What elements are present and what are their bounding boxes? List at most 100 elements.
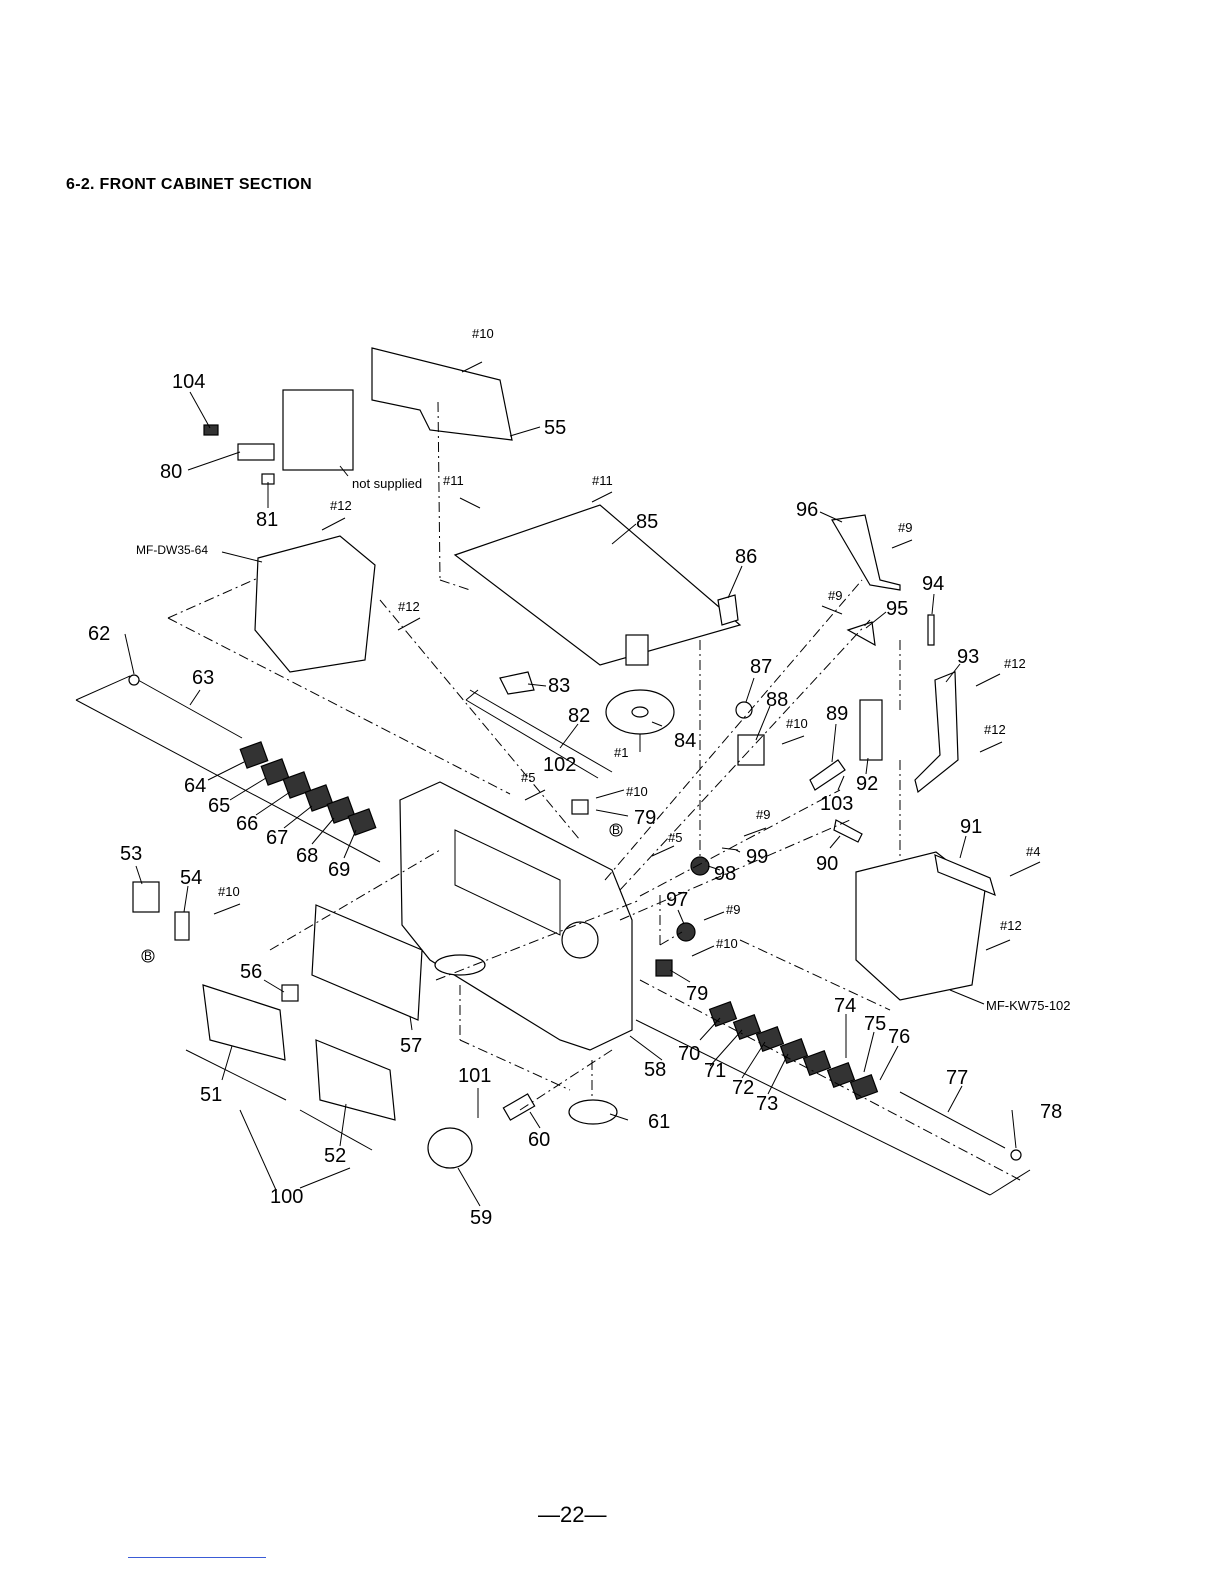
screw-label-9c: #9 xyxy=(756,807,770,822)
label-74: 74 xyxy=(834,995,856,1017)
holder-52 xyxy=(315,1039,396,1121)
board-53 xyxy=(132,881,160,913)
knob-56 xyxy=(281,984,299,1002)
panel-57 xyxy=(311,904,423,1021)
label-99: 99 xyxy=(746,846,768,868)
section-title: 6-2. FRONT CABINET SECTION xyxy=(66,176,313,193)
label-56: 56 xyxy=(240,961,262,983)
bracket-104 xyxy=(282,389,354,471)
spring-62 xyxy=(128,674,140,686)
label-85: 85 xyxy=(636,511,658,533)
label-61: 61 xyxy=(648,1111,670,1133)
ref-b-label-2: B xyxy=(612,823,620,837)
slider-92 xyxy=(859,699,883,761)
label-66: 66 xyxy=(236,813,258,835)
label-84: 84 xyxy=(674,730,696,752)
screw-labels: #10 #11 #11 #12 #12 #9 #9 #12 #10 #1 #12… xyxy=(218,326,1040,951)
label-92: 92 xyxy=(856,773,878,795)
shaft-63 xyxy=(137,679,243,739)
switch-80 xyxy=(237,443,275,461)
label-71: 71 xyxy=(704,1060,726,1082)
label-104: 104 xyxy=(172,371,205,393)
front-cabinet-58 xyxy=(399,781,633,1051)
alignment-lines xyxy=(167,401,1021,1181)
bracket-91 xyxy=(934,854,996,897)
lever-95 xyxy=(846,621,876,647)
screw-label-11a: #11 xyxy=(443,473,464,488)
screw-label-9b: #9 xyxy=(828,588,842,603)
screw-label-12a: #12 xyxy=(330,498,352,513)
shaft-77 xyxy=(899,1091,1006,1149)
mechanism-label-kw75: MF-KW75-102 xyxy=(986,998,1071,1013)
clip-104 xyxy=(203,424,219,436)
label-59: 59 xyxy=(470,1207,492,1229)
screw-label-10b: #10 xyxy=(786,716,808,731)
ref-b-circle-2 xyxy=(609,823,623,837)
label-100: 100 xyxy=(270,1186,303,1208)
screw-label-10a: #10 xyxy=(472,326,494,341)
notes: not supplied MF-DW35-64 MF-KW75-102 B B xyxy=(136,476,1071,1013)
label-88: 88 xyxy=(766,689,788,711)
rod-82 xyxy=(469,689,613,773)
part-shapes xyxy=(128,347,1022,1169)
screw-label-5a: #5 xyxy=(521,770,535,785)
head-block xyxy=(625,634,649,666)
page-number: —22— xyxy=(538,1502,607,1527)
screw-label-10d: #10 xyxy=(218,884,240,899)
label-69: 69 xyxy=(328,859,350,881)
label-94: 94 xyxy=(922,573,944,595)
label-95: 95 xyxy=(886,598,908,620)
lever-93 xyxy=(914,671,959,794)
label-98: 98 xyxy=(714,863,736,885)
label-89: 89 xyxy=(826,703,848,725)
cabinet-knob xyxy=(561,921,599,959)
label-57: 57 xyxy=(400,1035,422,1057)
label-75: 75 xyxy=(864,1013,886,1035)
label-81: 81 xyxy=(256,509,278,531)
label-62: 62 xyxy=(88,623,110,645)
leader-lines xyxy=(124,391,1017,1207)
holder-51 xyxy=(202,984,286,1061)
shaft-60 xyxy=(502,1093,536,1121)
screw-label-4: #4 xyxy=(1026,844,1040,859)
board-55 xyxy=(371,347,513,441)
label-76: 76 xyxy=(888,1026,910,1048)
screw-label-9a: #9 xyxy=(898,520,912,535)
label-60: 60 xyxy=(528,1129,550,1151)
screw-label-10e: #10 xyxy=(716,936,738,951)
screw-label-9d: #9 xyxy=(726,902,740,917)
label-101: 101 xyxy=(458,1065,491,1087)
lever-89 xyxy=(809,759,846,791)
spring-94 xyxy=(927,614,935,646)
label-68: 68 xyxy=(296,845,318,867)
label-93: 93 xyxy=(957,646,979,668)
label-55: 55 xyxy=(544,417,566,439)
label-82: 82 xyxy=(568,705,590,727)
screw-label-1: #1 xyxy=(614,745,628,760)
label-77: 77 xyxy=(946,1067,968,1089)
label-79b: 79 xyxy=(686,983,708,1005)
arm-96 xyxy=(831,514,901,591)
bracket-54 xyxy=(174,911,190,941)
bracket-88 xyxy=(737,734,765,766)
ref-b-circle-1 xyxy=(141,949,155,963)
screw-label-12d: #12 xyxy=(984,722,1006,737)
frame-lines xyxy=(75,675,1031,1196)
label-90: 90 xyxy=(816,853,838,875)
label-86: 86 xyxy=(735,546,757,568)
label-72: 72 xyxy=(732,1077,754,1099)
label-53: 53 xyxy=(120,843,142,865)
gear-84-hub xyxy=(631,706,649,718)
label-65: 65 xyxy=(208,795,230,817)
screw-label-12b: #12 xyxy=(398,599,420,614)
buttons-64-69 xyxy=(239,741,377,836)
label-52: 52 xyxy=(324,1145,346,1167)
label-70: 70 xyxy=(678,1043,700,1065)
mechanism-dw35 xyxy=(254,535,376,673)
screw-label-5b: #5 xyxy=(668,830,682,845)
part-79b xyxy=(655,959,673,977)
label-79a: 79 xyxy=(634,807,656,829)
screws xyxy=(213,361,1041,957)
label-97: 97 xyxy=(666,889,688,911)
label-58: 58 xyxy=(644,1059,666,1081)
